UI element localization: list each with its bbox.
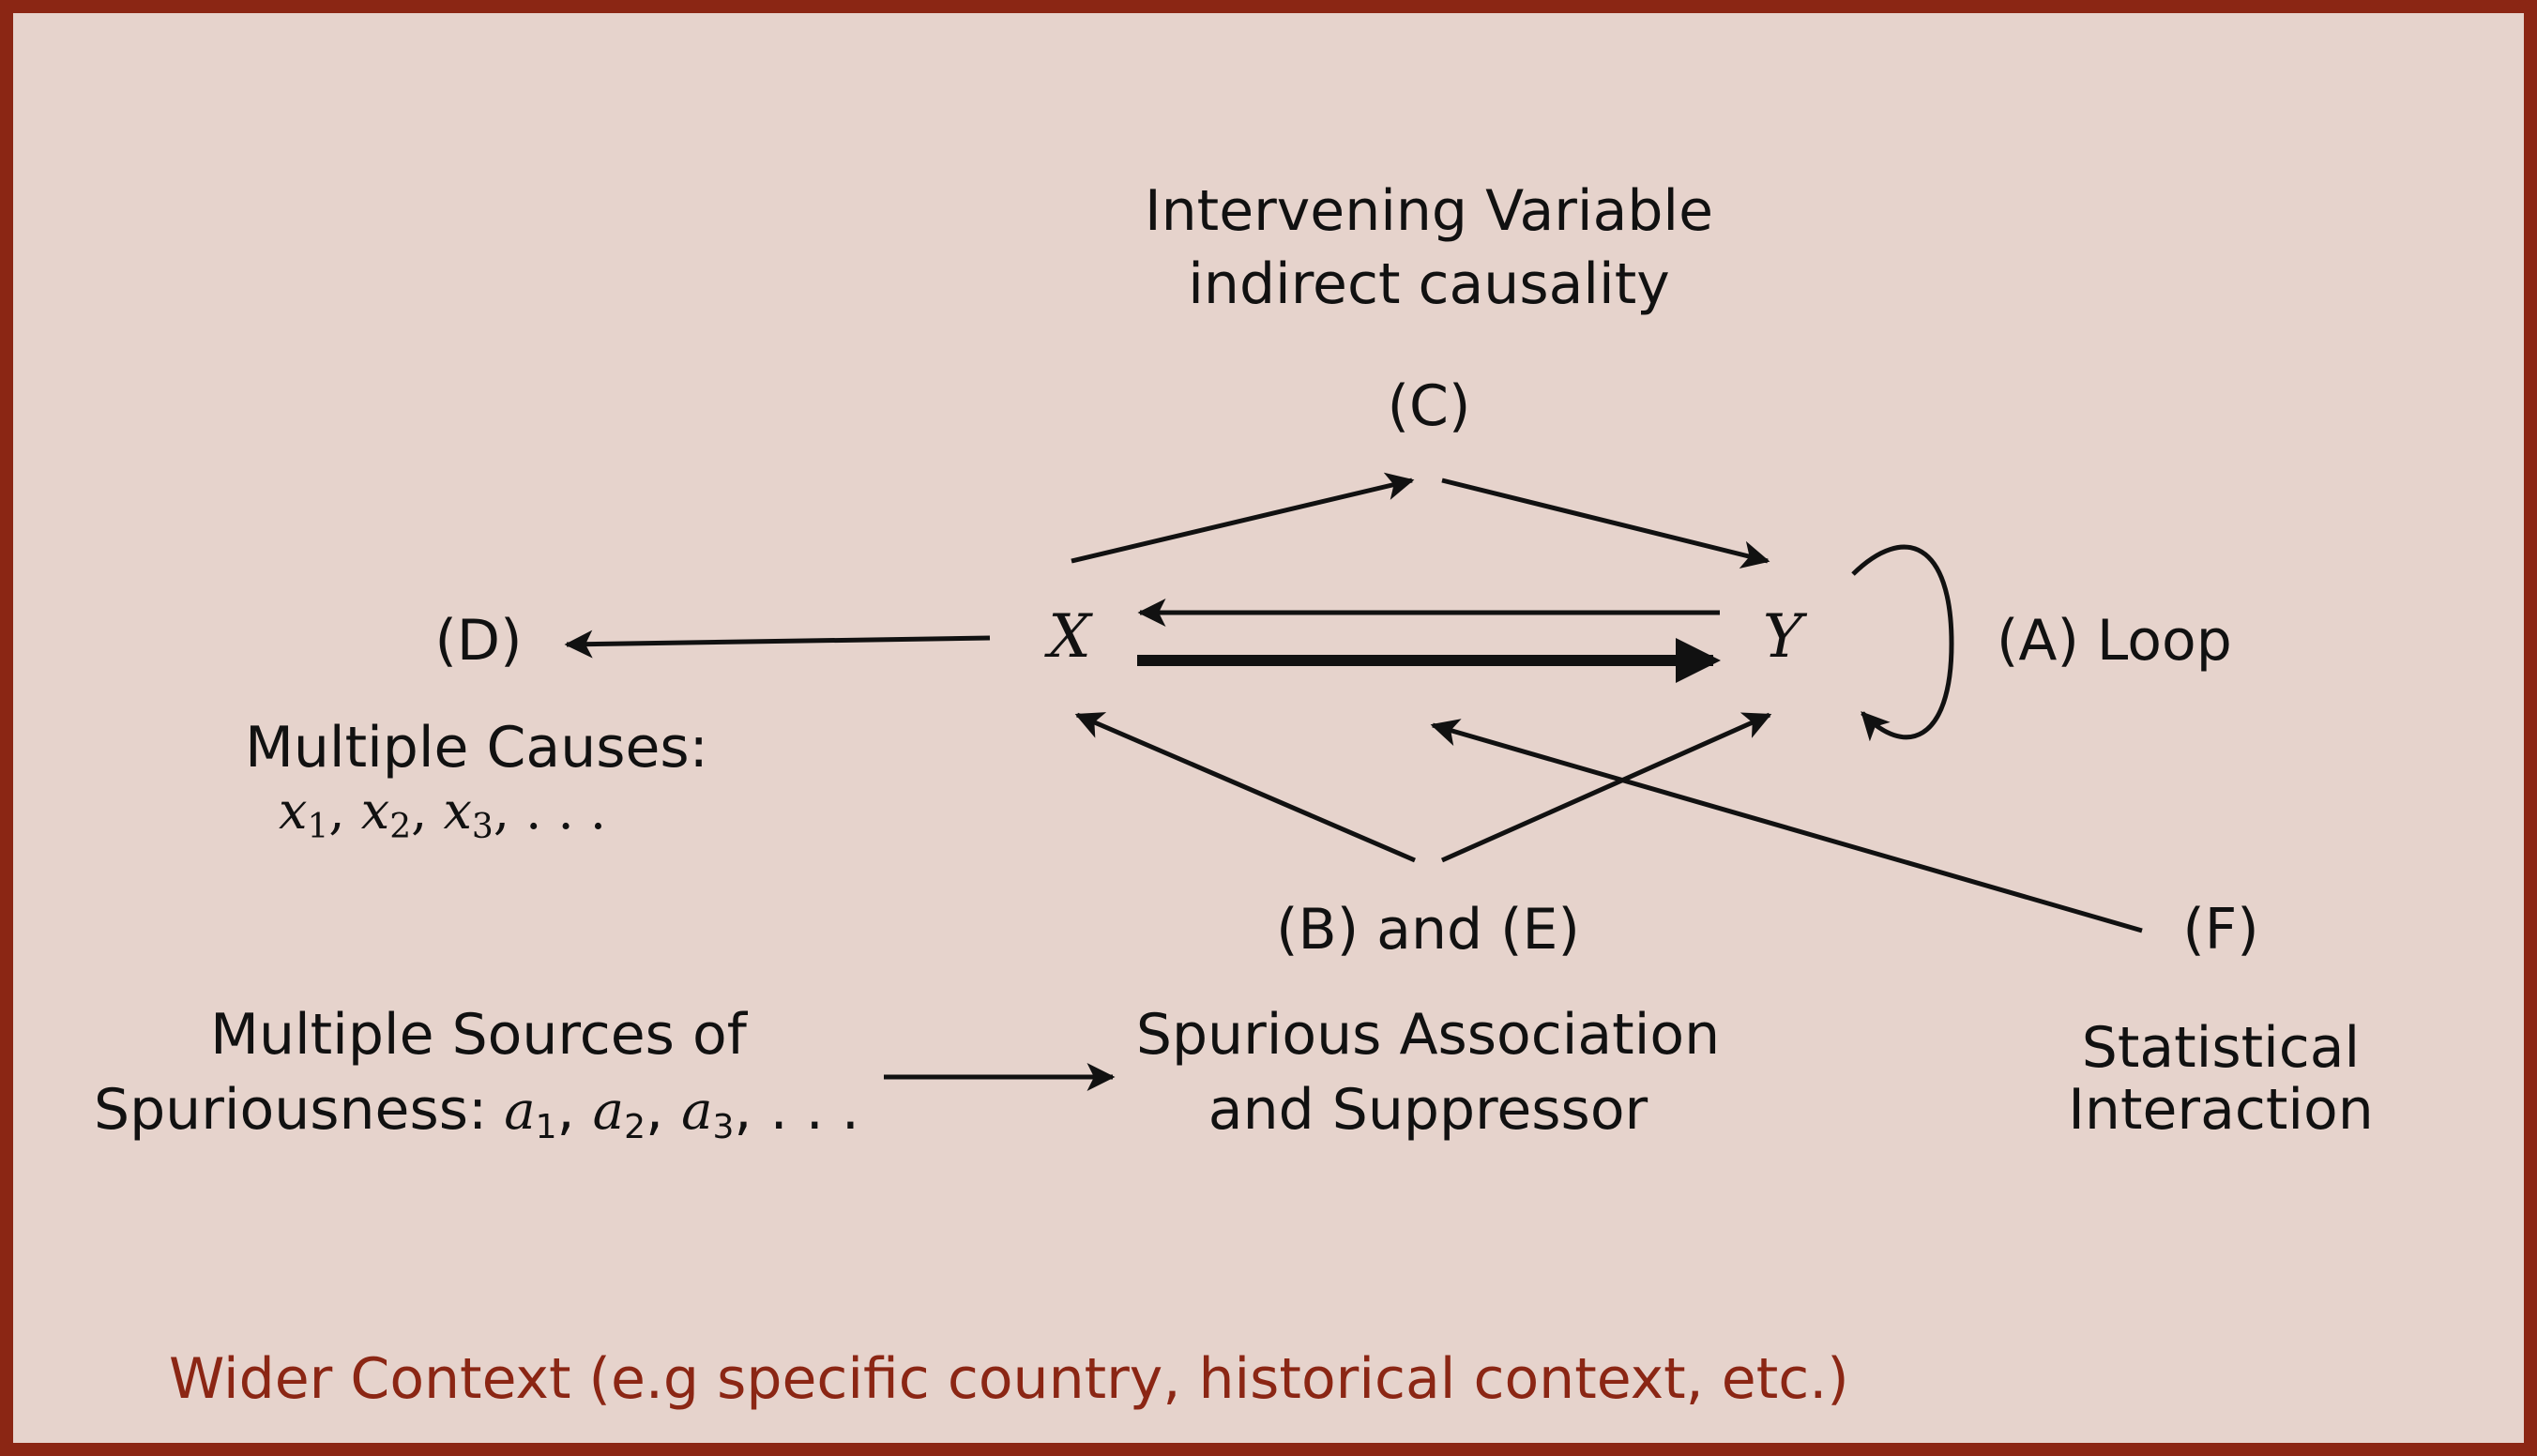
statistical-line1: Statistical [2082, 1015, 2360, 1081]
label-b-and-e: (B) and (E) [1276, 897, 1580, 963]
statistical-line2: Interaction [2068, 1077, 2374, 1143]
sources-line2: Spuriousness:a1, a2, a3, . . . [94, 1077, 859, 1146]
arrow-y-self-loop [1851, 544, 1954, 742]
source-sub-1: 1 [536, 1108, 557, 1146]
sources-prefix: Spuriousness: [94, 1077, 487, 1143]
label-c: (C) [1388, 373, 1471, 439]
arrow-x-to-d [564, 629, 991, 659]
spurious-line1: Spurious Association [1136, 1002, 1720, 1068]
cause-sub-1: 1 [307, 808, 328, 846]
arrow-be-to-x [1074, 712, 1416, 863]
cause-var-1: x [279, 781, 307, 841]
sources-line1: Multiple Sources of [210, 1002, 749, 1068]
label-a-loop: (A) Loop [1997, 608, 2232, 674]
wider-context-caption: Wider Context (e.g specific country, his… [169, 1346, 1849, 1412]
node-y: Y [1763, 602, 1808, 672]
intervening-subtitle: indirect causality [1188, 251, 1670, 317]
spurious-line2: and Suppressor [1208, 1077, 1648, 1143]
arrow-f-to-xy-link [1430, 719, 2143, 933]
multiple-causes-list: x1, x2, x3, . . . [279, 781, 606, 846]
source-var-1: a [504, 1081, 535, 1142]
cause-sub-3: 3 [472, 808, 494, 846]
cause-var-3: x [443, 781, 471, 841]
intervening-title: Intervening Variable [1145, 178, 1713, 244]
source-var-3: a [681, 1081, 712, 1142]
arrow-c-to-y [1441, 478, 1770, 569]
cause-sub-2: 2 [389, 808, 411, 846]
source-ellipsis: . . . [770, 1077, 859, 1143]
label-d: (D) [434, 608, 522, 674]
node-x: X [1043, 602, 1093, 672]
cause-ellipsis: . . . [525, 781, 606, 841]
source-var-2: a [593, 1081, 624, 1142]
cause-var-2: x [361, 781, 389, 841]
source-sub-3: 3 [713, 1108, 735, 1146]
multiple-causes-title: Multiple Causes: [245, 715, 708, 781]
arrow-x-to-c [1071, 472, 1415, 564]
arrow-be-to-y [1440, 712, 1772, 863]
label-f: (F) [2182, 897, 2258, 963]
source-sub-2: 2 [624, 1108, 646, 1146]
